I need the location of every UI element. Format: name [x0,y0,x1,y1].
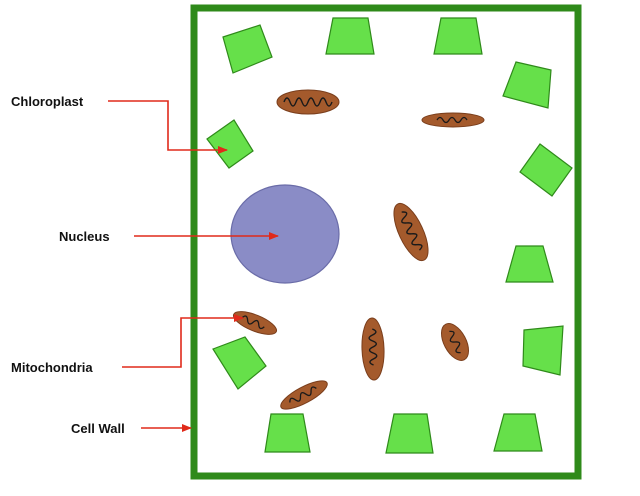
chloroplasts [206,17,573,454]
chloroplast [505,245,554,283]
mitochondrion [393,202,429,262]
mitochondrion [440,323,470,361]
mitochondrion [280,380,328,410]
nucleus [230,184,340,284]
label-chloroplast: Chloroplast [11,94,84,109]
chloroplast [433,17,483,55]
mitochondrion [232,311,278,335]
chloroplast [519,143,573,197]
chloroplast [325,17,375,55]
mitochondria [232,89,485,410]
mitochondrion [421,112,485,128]
label-nucleus: Nucleus [59,229,110,244]
leader-arrows [108,100,279,432]
chloroplast [493,413,543,452]
mitochondrion [276,89,340,115]
chloroplast [212,336,267,390]
label-mitochondria: Mitochondria [11,360,93,375]
chloroplast [522,325,564,376]
label-cell-wall: Cell Wall [71,421,125,436]
mitochondrion [361,317,385,381]
mitochondria-arrow [122,314,244,368]
chloroplast [502,61,552,109]
chloroplast [222,24,273,74]
chloroplast [264,413,311,453]
chloroplast [206,119,254,169]
chloroplast [385,413,434,454]
chloroplast-arrow [108,100,228,154]
